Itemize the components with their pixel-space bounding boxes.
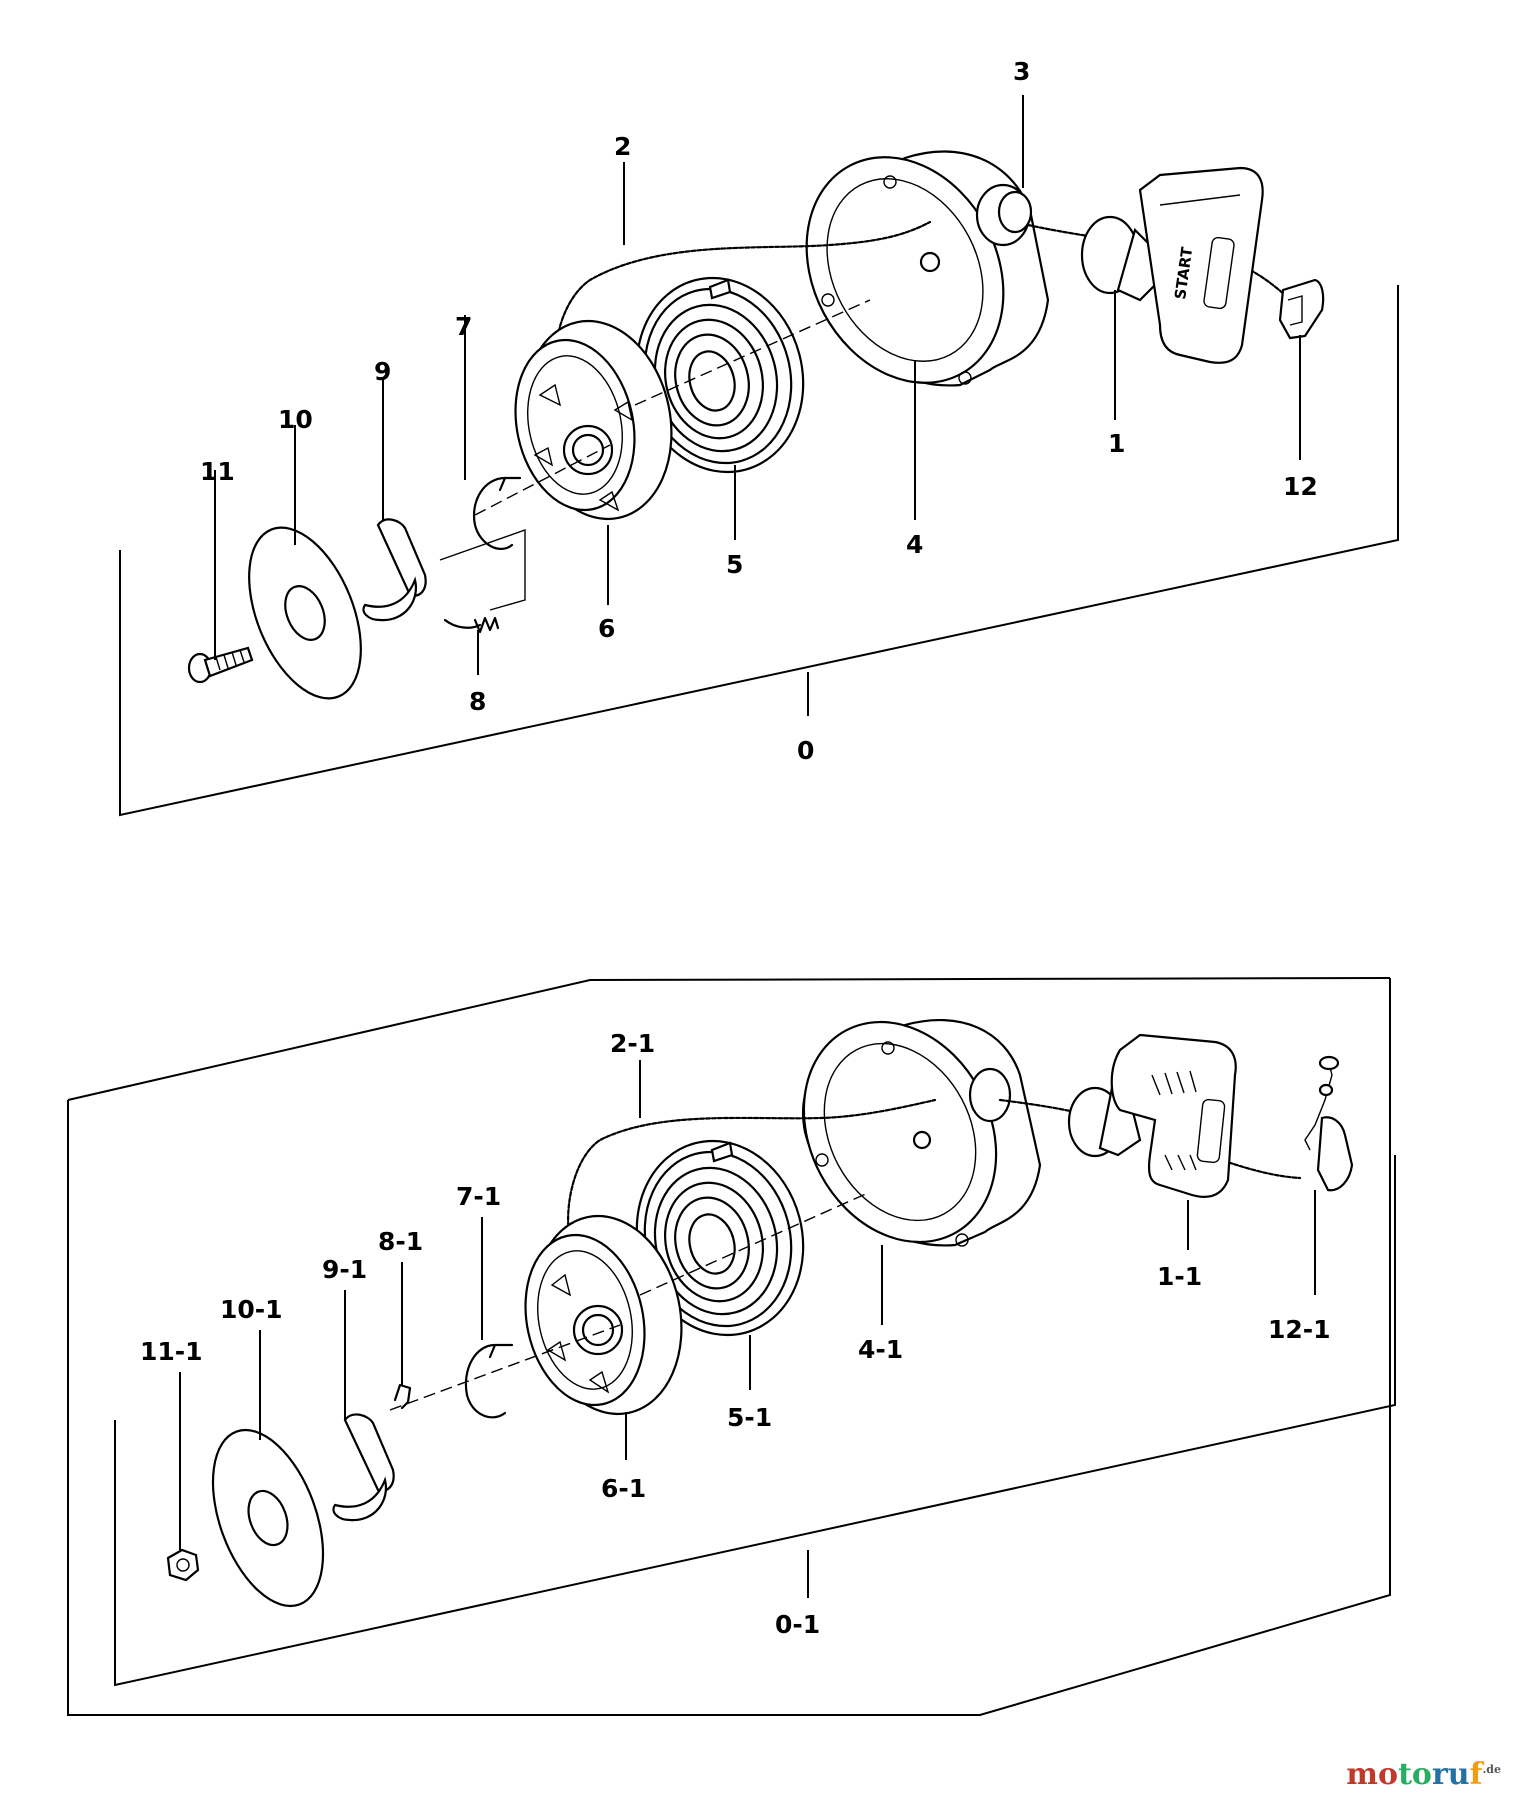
washer xyxy=(248,526,362,700)
callout-9: 9 xyxy=(374,357,391,386)
rope-pulley-lower xyxy=(524,1214,683,1416)
callout-11: 11 xyxy=(200,457,235,486)
t-handle-lower xyxy=(1110,1033,1237,1198)
callout-4-1: 4-1 xyxy=(858,1335,903,1364)
callout-5-1: 5-1 xyxy=(727,1403,772,1432)
callout-2-1: 2-1 xyxy=(610,1029,655,1058)
screw xyxy=(187,646,254,684)
callout-3: 3 xyxy=(1013,57,1030,86)
washer-lower xyxy=(211,1428,325,1608)
retainer-ring-lower xyxy=(464,1343,514,1419)
callout-0-1: 0-1 xyxy=(775,1610,820,1639)
callout-7: 7 xyxy=(455,312,472,341)
callout-6-1: 6-1 xyxy=(601,1474,646,1503)
recoil-spring-lower xyxy=(635,1139,805,1337)
callout-0: 0 xyxy=(797,736,814,765)
start-handle: START xyxy=(1138,166,1264,364)
stop-switch xyxy=(1278,278,1325,340)
stop-switch-lower xyxy=(1304,1055,1354,1192)
recoil-housing-lower xyxy=(802,1018,1042,1247)
callout-4: 4 xyxy=(906,530,923,559)
callout-6: 6 xyxy=(598,614,615,643)
callout-12-1: 12-1 xyxy=(1268,1315,1331,1344)
pawl xyxy=(362,518,427,622)
callout-10-1: 10-1 xyxy=(220,1295,283,1324)
callout-5: 5 xyxy=(726,550,743,579)
nut-lower xyxy=(166,1548,200,1582)
upper-assembly: START xyxy=(119,57,1399,817)
watermark-logo: motoruf.de xyxy=(1346,1757,1501,1792)
pawl-spring xyxy=(443,616,500,634)
lower-assembly-frame xyxy=(67,978,1391,1716)
recoil-housing xyxy=(805,150,1050,387)
callout-12: 12 xyxy=(1283,472,1318,501)
lower-assembly: 0-1 1-1 2-1 4-1 5-1 6-1 7-1 8-1 9-1 10-1… xyxy=(67,977,1396,1716)
callout-1: 1 xyxy=(1108,429,1125,458)
callout-8-1: 8-1 xyxy=(378,1227,423,1256)
callout-11-1: 11-1 xyxy=(140,1337,203,1366)
callout-8: 8 xyxy=(469,687,486,716)
pawl-lower xyxy=(332,1413,395,1522)
upper-assembly-bracket xyxy=(119,285,1399,817)
callout-1-1: 1-1 xyxy=(1157,1262,1202,1291)
callout-7-1: 7-1 xyxy=(456,1182,501,1211)
retainer-ring xyxy=(472,476,522,551)
callout-9-1: 9-1 xyxy=(322,1255,367,1284)
pawl-spring-lower xyxy=(393,1383,412,1410)
callout-10: 10 xyxy=(278,405,313,434)
callout-2: 2 xyxy=(614,132,631,161)
